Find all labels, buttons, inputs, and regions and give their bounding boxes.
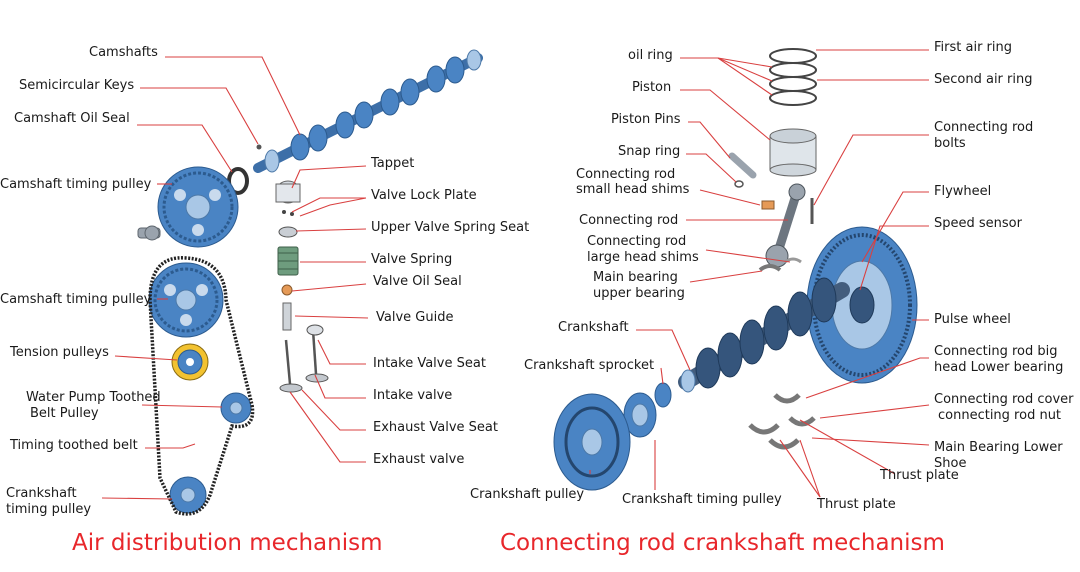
- label-small-head-shims-2: small head shims: [576, 182, 690, 197]
- crankshaft-part: [678, 277, 850, 393]
- label-camshaft-timing-pulley-1: Camshaft timing pulley: [0, 177, 152, 192]
- water-pump-pulley-part: [220, 392, 252, 424]
- label-snap-ring: Snap ring: [618, 144, 681, 159]
- connecting-rod-part: [765, 183, 814, 268]
- title-crankshaft-mechanism: Connecting rod crankshaft mechanism: [500, 530, 945, 556]
- flywheel-part: [806, 226, 918, 384]
- label-main-bearing-lower-1: Main Bearing Lower: [934, 440, 1063, 455]
- label-big-head-lower-bearing-1: Connecting rod big: [934, 344, 1058, 359]
- label-thrust-plate-2: Thrust plate: [817, 497, 896, 512]
- lower-bearings-part: [748, 393, 816, 450]
- piston-part: [769, 128, 817, 177]
- piston-rings-part: [769, 48, 817, 106]
- label-camshaft-oil-seal: Camshaft Oil Seal: [14, 111, 130, 126]
- label-oil-ring: oil ring: [628, 48, 673, 63]
- label-timing-belt: Timing toothed belt: [10, 438, 138, 453]
- valve-train-parts: [275, 180, 329, 393]
- semicircular-key-part: [256, 144, 262, 150]
- tension-pulley-part: [171, 343, 209, 381]
- label-piston-pins: Piston Pins: [611, 112, 681, 127]
- crankshaft-pulley-part: [553, 393, 631, 491]
- right-leader-lines: [589, 49, 930, 498]
- label-flywheel: Flywheel: [934, 184, 992, 199]
- label-piston: Piston: [632, 80, 672, 95]
- label-big-head-lower-bearing-2: head Lower bearing: [934, 360, 1064, 375]
- label-tappet: Tappet: [371, 156, 415, 171]
- label-valve-lock-plate: Valve Lock Plate: [371, 188, 477, 203]
- camshaft-timing-pulley-2-part: [148, 262, 224, 338]
- label-water-pump-pulley-2: Belt Pulley: [30, 406, 99, 421]
- label-rod-cover-nut-1: Connecting rod cover: [934, 392, 1074, 407]
- label-connecting-rod-bolts-2: bolts: [934, 136, 966, 151]
- label-main-bearing-lower-2: Shoe: [934, 456, 967, 471]
- crankshaft-timing-pulley-part: [169, 476, 207, 514]
- label-pulse-wheel: Pulse wheel: [934, 312, 1011, 327]
- label-crankshaft-timing-pulley-2: timing pulley: [6, 502, 92, 517]
- label-intake-valve: Intake valve: [373, 388, 453, 403]
- label-exhaust-valve-seat: Exhaust Valve Seat: [373, 420, 498, 435]
- title-air-distribution: Air distribution mechanism: [72, 530, 383, 556]
- crankshaft-sprocket-part: [654, 382, 672, 408]
- label-crankshaft-pulley: Crankshaft pulley: [470, 487, 585, 502]
- camshaft-timing-pulley-part: [137, 166, 239, 248]
- label-valve-oil-seal: Valve Oil Seal: [373, 274, 462, 289]
- snap-ring-part: [734, 180, 744, 188]
- label-crankshaft-sprocket: Crankshaft sprocket: [524, 358, 655, 373]
- label-valve-guide: Valve Guide: [376, 310, 454, 325]
- camshaft-part: [253, 49, 483, 173]
- label-main-bearing-upper-2: upper bearing: [593, 286, 685, 301]
- label-small-head-shims-1: Connecting rod: [576, 167, 676, 182]
- piston-pin-part: [728, 152, 757, 179]
- label-connecting-rod-bolts-1: Connecting rod: [934, 120, 1034, 135]
- left-leader-lines: [101, 56, 369, 500]
- label-crankshaft-timing-pulley-1: Crankshaft: [6, 486, 77, 501]
- label-exhaust-valve: Exhaust valve: [373, 452, 465, 467]
- label-crankshaft-timing-pulley-right: Crankshaft timing pulley: [622, 492, 782, 507]
- label-speed-sensor: Speed sensor: [934, 216, 1022, 231]
- label-camshaft-timing-pulley-2: Camshaft timing pulley: [0, 292, 152, 307]
- label-intake-valve-seat: Intake Valve Seat: [373, 356, 486, 371]
- label-camshafts: Camshafts: [89, 45, 158, 60]
- label-valve-spring: Valve Spring: [371, 252, 453, 267]
- label-upper-valve-spring-seat: Upper Valve Spring Seat: [371, 220, 530, 235]
- label-tension-pulleys: Tension pulleys: [10, 345, 109, 360]
- label-thrust-plate-1: Thrust plate: [880, 468, 959, 483]
- timing-belt-part: [148, 256, 255, 516]
- main-bearing-upper-part: [758, 264, 782, 272]
- crankshaft-timing-pulley-right-part: [623, 392, 657, 438]
- label-main-bearing-upper-1: Main bearing: [593, 270, 678, 285]
- label-semicircular-keys: Semicircular Keys: [19, 78, 135, 93]
- small-head-shim-part: [761, 200, 775, 210]
- label-large-head-shims-1: Connecting rod: [587, 234, 687, 249]
- label-crankshaft: Crankshaft: [558, 320, 629, 335]
- label-rod-cover-nut-2: connecting rod nut: [938, 408, 1062, 423]
- label-second-air-ring: Second air ring: [934, 72, 1033, 87]
- label-connecting-rod: Connecting rod: [579, 213, 679, 228]
- label-large-head-shims-2: large head shims: [587, 250, 699, 265]
- label-first-air-ring: First air ring: [934, 40, 1012, 55]
- label-water-pump-pulley-1: Water Pump Toothed: [26, 390, 161, 405]
